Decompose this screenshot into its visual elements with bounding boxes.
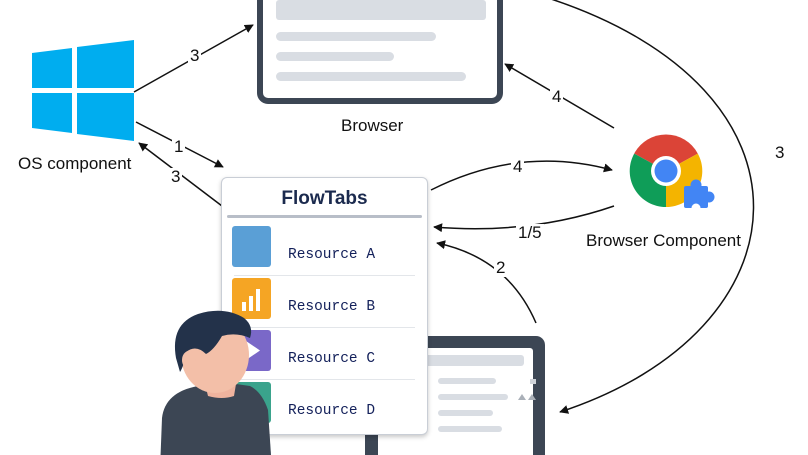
edge-label-os-browser: 3 [188, 46, 202, 65]
edge-label-browser-laptop: 3 [773, 143, 787, 162]
edge-laptop-to-flowtabs [436, 240, 537, 324]
browser-component-label: Browser Component [586, 231, 741, 250]
edge-label-laptop-flowtabs: 2 [494, 258, 508, 277]
bar-chart-icon [232, 278, 271, 319]
resource-label: Resource A [288, 247, 376, 263]
edge-browser-to-laptop [551, 0, 755, 414]
resource-label: Resource D [288, 403, 376, 419]
gear-icon [232, 382, 271, 423]
resource-item[interactable]: Resource C [222, 328, 427, 380]
os-component-label: OS component [18, 154, 132, 173]
resource-item[interactable]: Resource B [222, 276, 427, 328]
flowtabs-panel: FlowTabs Resource A Resource B [221, 177, 428, 435]
edge-label-chrome-browser: 4 [550, 87, 564, 106]
edge-label-os-flowtabs: 1 [172, 137, 186, 156]
flowtabs-title: FlowTabs [281, 188, 368, 209]
play-video-icon [232, 330, 271, 371]
edge-label-flowtabs-os: 3 [169, 167, 183, 186]
browser-window-icon [257, 0, 503, 104]
windows-logo-icon [32, 40, 134, 141]
flowtabs-divider [227, 215, 422, 218]
blank-square-icon [232, 226, 271, 267]
resource-label: Resource B [288, 299, 376, 315]
browser-label: Browser [341, 116, 404, 135]
resource-item[interactable]: Resource D [222, 380, 427, 432]
resource-label: Resource C [288, 351, 376, 367]
edge-label-chrome-flowtabs: 1/5 [516, 223, 544, 242]
edge-label-flowtabs-chrome: 4 [511, 157, 525, 176]
chrome-extension-icon [629, 134, 715, 213]
resource-item[interactable]: Resource A [222, 224, 427, 276]
